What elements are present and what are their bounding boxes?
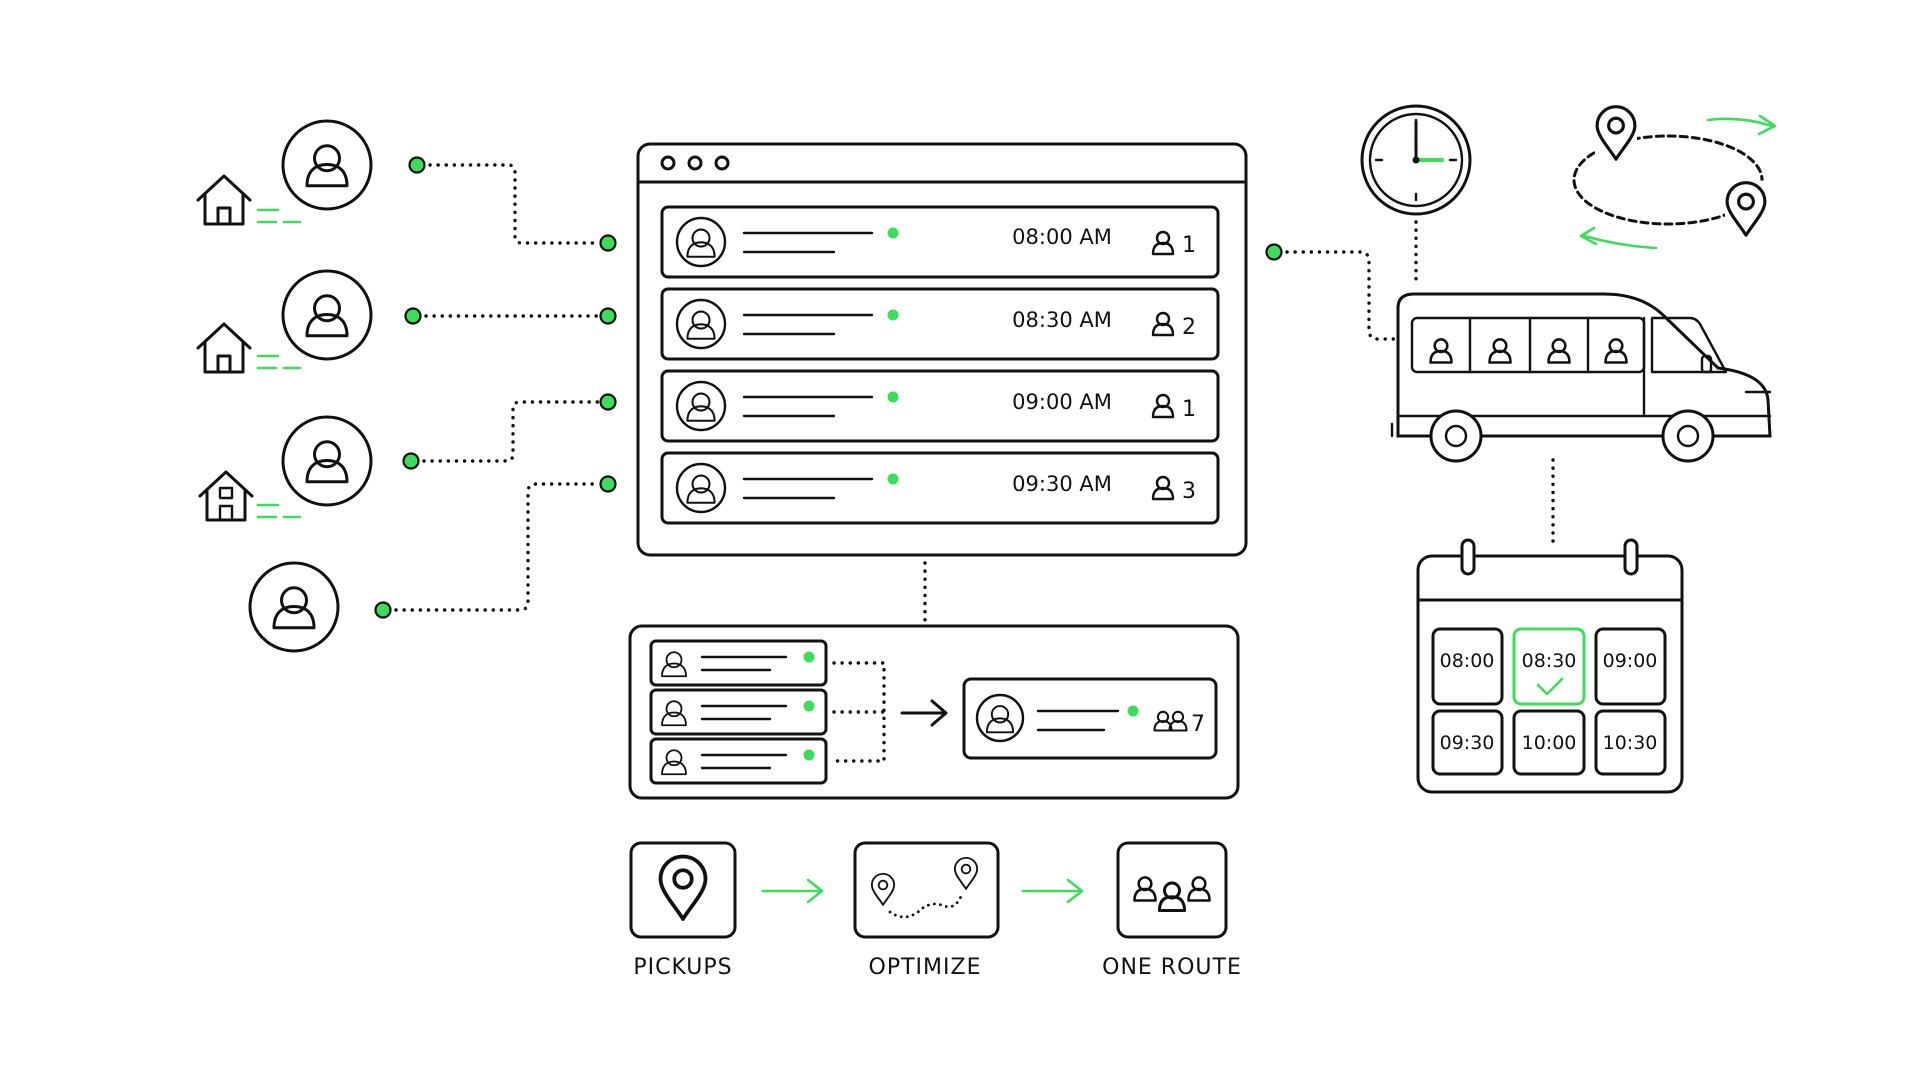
schedule-row[interactable]: 08:30 AM 2 — [660, 287, 1220, 361]
status-dot — [887, 227, 899, 239]
time-slot[interactable]: 08:00 — [1431, 627, 1504, 706]
process-steps: PICKUPS OPTIMIZE ONE ROU — [629, 841, 1242, 980]
user-avatar-icon — [975, 693, 1025, 743]
schedule-row[interactable]: 08:00 AM 1 — [660, 205, 1220, 279]
user-avatar-icon — [281, 269, 373, 361]
step-optimize: OPTIMIZE — [853, 841, 1000, 980]
checkmark-icon — [1536, 677, 1564, 696]
window-control-icon[interactable] — [660, 155, 676, 171]
merge-input-row — [649, 737, 828, 785]
window-control-icon[interactable] — [687, 155, 703, 171]
calendar-ring-icon — [1623, 538, 1639, 576]
merged-ride-card: 7 — [962, 677, 1218, 760]
connector-node — [599, 307, 617, 325]
rider-1 — [196, 119, 617, 252]
speed-lines — [256, 354, 302, 370]
time-slot-label: 09:00 — [1603, 650, 1658, 672]
ride-merge-panel: 7 — [628, 624, 1240, 800]
user-avatar-icon — [281, 415, 373, 507]
house-icon — [198, 470, 254, 522]
connector-node — [404, 307, 422, 325]
user-avatar-icon — [248, 561, 340, 653]
time-slot-label: 10:30 — [1603, 732, 1658, 754]
time-slot-label: 08:00 — [1440, 650, 1495, 672]
step-label: OPTIMIZE — [869, 955, 982, 980]
schedule-window: 08:00 AM 1 08:30 AM 2 — [636, 142, 1248, 557]
user-avatar-icon — [675, 298, 727, 350]
time-slot[interactable]: 09:30 — [1431, 709, 1504, 776]
dynamic-route-icon — [1572, 104, 1777, 250]
connector-line — [1285, 250, 1400, 341]
connector-node — [402, 452, 420, 470]
step-pickups: PICKUPS — [629, 841, 737, 980]
pickup-time: 08:30 AM — [1012, 308, 1112, 332]
time-slot-selected[interactable]: 08:30 — [1512, 627, 1586, 706]
connector-node — [599, 234, 617, 252]
booking-calendar: 08:00 08:30 09:00 09:30 10:00 10:30 — [1416, 538, 1684, 794]
user-avatar-icon — [675, 380, 727, 432]
combined-passenger-count: 7 — [1191, 712, 1205, 737]
pickup-time: 08:00 AM — [1012, 225, 1112, 249]
schedule-row[interactable]: 09:30 AM 3 — [660, 451, 1220, 525]
status-dot — [887, 473, 899, 485]
time-slot[interactable]: 09:00 — [1594, 627, 1667, 706]
house-icon — [196, 174, 252, 226]
window-to-van-connector — [1265, 243, 1400, 341]
status-dot — [803, 749, 815, 761]
status-dot — [803, 651, 815, 663]
status-dot — [1127, 705, 1139, 717]
pickup-time: 09:30 AM — [1012, 472, 1112, 496]
connector-node — [599, 393, 617, 411]
time-slot-label: 08:30 — [1522, 650, 1577, 672]
house-icon — [196, 322, 252, 374]
connector-line — [428, 163, 602, 245]
connector-node — [374, 601, 392, 619]
passenger-count: 2 — [1182, 315, 1196, 340]
rider-list — [196, 119, 617, 653]
connector-line — [422, 400, 602, 463]
speed-lines — [256, 503, 302, 519]
arrow-right-icon — [1021, 878, 1084, 904]
passenger-count: 1 — [1182, 233, 1196, 258]
connector-line — [394, 482, 602, 612]
user-avatar-icon — [675, 216, 727, 268]
window-control-icon[interactable] — [714, 155, 730, 171]
passenger-count: 1 — [1182, 397, 1196, 422]
status-dot — [887, 391, 899, 403]
passenger-count: 3 — [1182, 479, 1196, 504]
calendar-ring-icon — [1460, 538, 1476, 576]
time-slot[interactable]: 10:30 — [1594, 709, 1667, 776]
arrow-right-icon — [900, 699, 948, 727]
arrow-right-icon — [761, 878, 824, 904]
user-avatar-icon — [281, 119, 373, 211]
user-avatar-icon — [675, 462, 727, 514]
status-dot — [803, 700, 815, 712]
step-label: ONE ROUTE — [1102, 955, 1242, 980]
shuttle-van-icon — [1390, 292, 1772, 463]
connector-node — [1265, 243, 1283, 261]
time-slot-label: 09:30 — [1440, 732, 1495, 754]
speed-lines — [256, 208, 302, 224]
schedule-row[interactable]: 09:00 AM 1 — [660, 369, 1220, 443]
pickup-time: 09:00 AM — [1012, 390, 1112, 414]
step-one-route: ONE ROUTE — [1102, 841, 1242, 980]
merge-input-row — [649, 688, 828, 736]
merge-bracket — [832, 661, 886, 763]
rider-4 — [248, 475, 617, 653]
rider-2 — [196, 269, 617, 374]
rider-3 — [198, 393, 617, 522]
connector-node — [599, 475, 617, 493]
connector-node — [408, 156, 426, 174]
merge-input-row — [649, 639, 828, 687]
status-dot — [887, 309, 899, 321]
time-slot-label: 10:00 — [1522, 732, 1577, 754]
step-label: PICKUPS — [633, 955, 732, 980]
clock-icon — [1360, 104, 1472, 216]
time-slot[interactable]: 10:00 — [1512, 709, 1586, 776]
